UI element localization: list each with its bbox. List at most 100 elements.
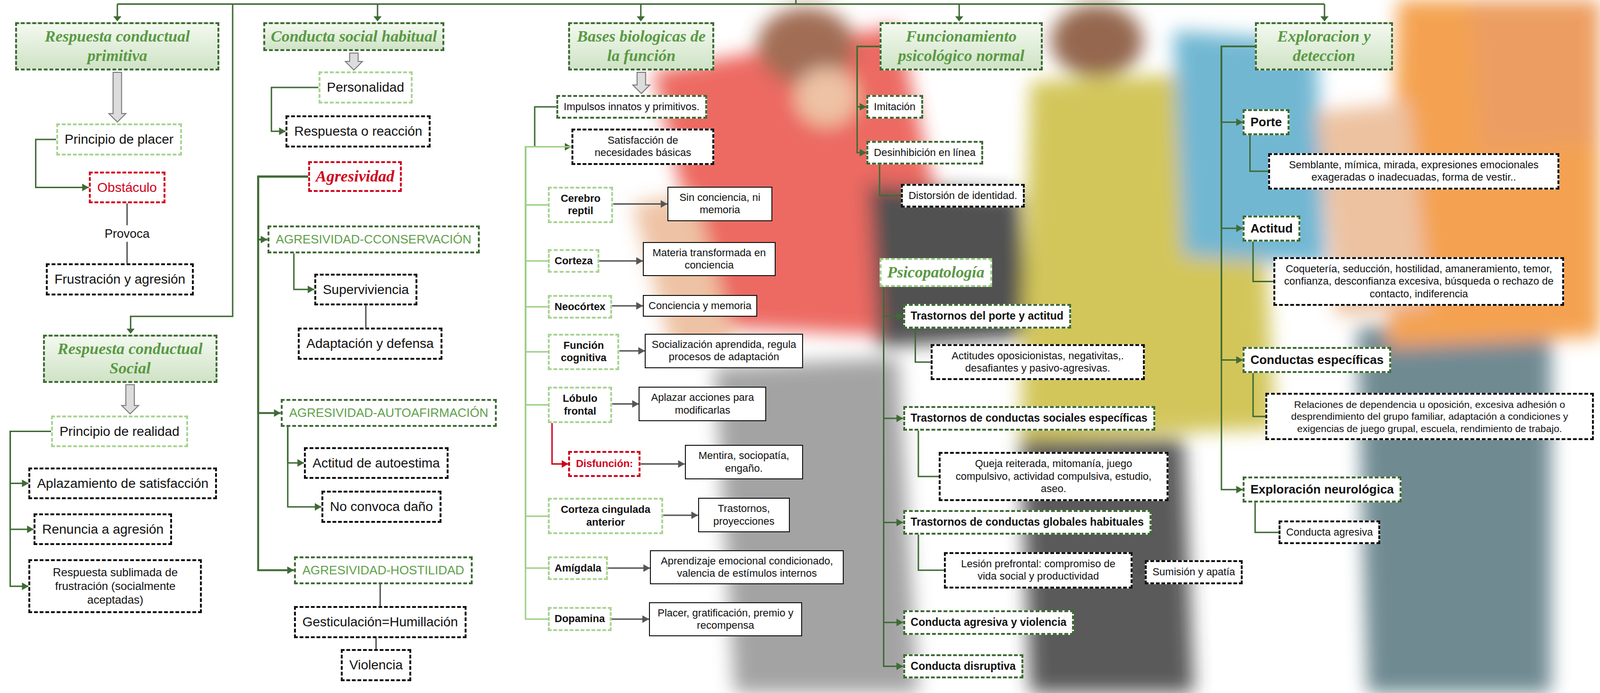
connector	[552, 423, 569, 464]
arrow-head	[691, 511, 699, 519]
arrow-head	[638, 346, 645, 355]
arrow-head	[636, 302, 643, 310]
node-text: Conducta agresiva	[1286, 526, 1373, 539]
function-box: Aplazar acciones para modificarlas	[638, 386, 767, 422]
arrow-head	[643, 564, 650, 572]
connector	[883, 286, 904, 419]
detail-box: Queja reiterada, mitomanía, juego compul…	[938, 451, 1169, 501]
dysfunction-box: Disfunción:	[568, 450, 641, 477]
arrow-head	[859, 148, 867, 157]
detail-box: Actitudes oposicionistas, negativitas,. …	[930, 344, 1145, 381]
type-header: AGRESIVIDAD-HOSTILIDAD	[294, 556, 473, 585]
detail-box: Coquetería, seducción, hostilidad, amane…	[1273, 257, 1565, 306]
arrow-head	[631, 400, 639, 408]
brain-part-box: Dopamina	[547, 606, 612, 631]
connector	[918, 534, 944, 571]
block-arrow	[108, 72, 126, 122]
arrow-head	[1236, 356, 1243, 364]
function-box: Trastornos, proyecciones	[698, 497, 790, 533]
node-text: Respuesta conductual Social	[50, 339, 210, 379]
node-text: Sin conciencia, ni memoria	[673, 191, 767, 217]
node-text: Trastornos de conductas sociales específ…	[910, 411, 1148, 425]
arrow-head	[307, 285, 315, 294]
node-text: Relaciones de dependencia u oposición, e…	[1272, 398, 1587, 435]
node-text: Adaptación y defensa	[306, 335, 434, 352]
node-text: Corteza cingulada anterior	[554, 503, 657, 529]
section-header: Conducta social habitual	[263, 22, 445, 52]
node-text: No convoca daño	[329, 498, 433, 515]
arrow-head	[859, 103, 867, 111]
detail-box: Semblante, mímica, mirada, expresiones e…	[1268, 153, 1559, 190]
connector	[379, 584, 381, 607]
concept-box: Respuesta o reacción	[285, 115, 431, 148]
block-arrow	[345, 52, 363, 70]
node-text: Trastornos del porte y actitud	[910, 309, 1064, 323]
connector	[1253, 241, 1274, 282]
concept-box: Principio de placer	[56, 123, 182, 156]
connector	[613, 203, 667, 205]
function-box: Socialización aprendida, regula procesos…	[644, 333, 804, 369]
node-text: Neocórtex	[554, 300, 606, 313]
key-concept-box: Agresividad	[308, 161, 402, 192]
connector	[883, 286, 904, 523]
node-text: Gesticulación=Humillación	[302, 614, 459, 631]
arrow-head	[1138, 568, 1145, 576]
detail-box: Conducta agresiva	[1278, 520, 1381, 545]
node-text: Imitación	[873, 100, 916, 113]
arrow-head	[274, 409, 281, 417]
connector	[1250, 135, 1269, 172]
detail-box: Relaciones de dependencia u oposición, e…	[1265, 392, 1594, 441]
node-text: Principio de realidad	[59, 423, 180, 440]
disorder-box: Conducta agresiva y violencia	[903, 610, 1075, 635]
node-text: Disfunción:	[575, 457, 633, 470]
node-text: Respuesta conductual primitiva	[22, 26, 212, 66]
arrow-head	[1236, 485, 1243, 494]
arrow-head	[1236, 224, 1243, 233]
node-text: AGRESIVIDAD-CCONSERVACIÓN	[276, 232, 472, 247]
concept-box: Personalidad	[318, 71, 413, 104]
node-text: Conducta agresiva y violencia	[910, 615, 1067, 630]
node-text: Cerebro reptil	[554, 192, 607, 218]
section-header: Bases biologicas de la función	[568, 22, 715, 71]
node-text: Aprendizaje emocional condicionado, vale…	[655, 554, 839, 580]
concept-box: Principio de realidad	[51, 415, 189, 448]
node-text: Sumisión y apatía	[1152, 565, 1236, 579]
arrow-head	[896, 618, 904, 627]
function-box: Conciencia y memoria	[642, 294, 758, 317]
node-text: Exploración neurológica	[1250, 482, 1394, 497]
connector	[258, 176, 309, 413]
arrow-head	[678, 459, 685, 468]
concept-box: Gesticulación=Humillación	[294, 605, 467, 639]
concept-box: Imitación	[866, 95, 924, 119]
arrow-head	[896, 312, 904, 320]
exploration-box: Conductas específicas	[1242, 346, 1392, 373]
node-text: Semblante, mímica, mirada, expresiones e…	[1275, 158, 1552, 184]
node-text: Renuncia a agresión	[42, 521, 164, 538]
section-header: Respuesta conductual primitiva	[15, 22, 220, 71]
node-text: Conductas específicas	[1250, 352, 1384, 368]
disorder-box: Trastornos de conductas globales habitua…	[903, 510, 1152, 535]
arrow-head	[642, 615, 649, 623]
brain-part-box: Amígdala	[547, 556, 608, 580]
node-text: Lóbulo frontal	[554, 392, 606, 418]
node-text: Conducta disruptiva	[910, 659, 1016, 674]
connector	[883, 286, 904, 317]
concept-box: No convoca daño	[321, 490, 442, 523]
arrow-head	[82, 183, 89, 191]
node-text: Actitud de autoestima	[312, 455, 440, 472]
node-text: Lesión prefrontal: compromiso de vida so…	[951, 557, 1125, 583]
connector	[364, 305, 367, 328]
concept-box: Desinhibición en línea	[866, 140, 984, 165]
connector	[287, 426, 305, 463]
node-text: Personalidad	[327, 79, 405, 96]
function-box: Placer, gratificación, premio y recompen…	[648, 602, 803, 637]
arrow-head	[297, 458, 304, 467]
exploration-box: Exploración neurológica	[1242, 476, 1402, 503]
exploration-box: Porte	[1242, 109, 1289, 136]
node-text: Mentira, sociopatía, engaño.	[690, 449, 798, 475]
branch-lines	[117, 0, 1325, 333]
connector	[1253, 372, 1266, 417]
node-text: Dopamina	[554, 612, 605, 625]
node-text: Socialización aprendida, regula procesos…	[650, 338, 798, 364]
